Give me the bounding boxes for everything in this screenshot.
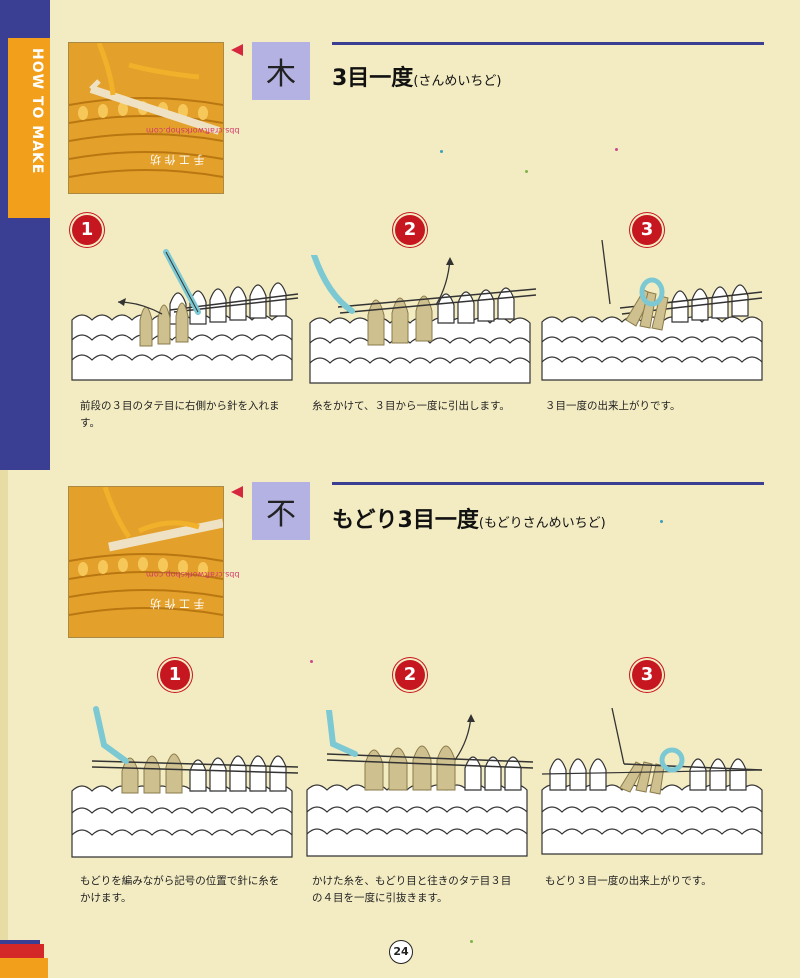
title-text: 3目一度 (332, 66, 414, 91)
watermark-chinese: 手 工 作 坊 (150, 153, 205, 166)
crochet-symbol: 不 (266, 497, 296, 532)
step-caption: 糸をかけて、３目から一度に引出します。 (312, 400, 510, 412)
side-tab-label: HOW TO MAKE (29, 48, 45, 175)
title-text: もどり3目一度 (332, 508, 479, 533)
step-caption: ３目一度の出来上がりです。 (545, 400, 681, 412)
step-number: 3 (632, 215, 662, 245)
step-number: 3 (632, 660, 662, 690)
watermark-url: bbs.craftworkshop.com (146, 126, 240, 135)
step-number: 1 (72, 215, 102, 245)
step-number: 2 (395, 660, 425, 690)
title-reading: (さんめいちど) (413, 74, 502, 89)
symbol-box: 不 (252, 482, 310, 540)
title-reading: (もどりさんめいちど) (478, 516, 606, 531)
step-caption: もどり３目一度の出来上がりです。 (545, 875, 712, 887)
side-tab (8, 38, 50, 218)
crochet-symbol: 木 (266, 57, 296, 92)
step-caption: もどりを編みながら記号の位置で針に糸をかけます。 (80, 875, 280, 904)
knitting-photo (68, 42, 224, 194)
page-edge (0, 0, 8, 978)
heading-rule (332, 42, 764, 45)
step-diagram-3 (541, 240, 763, 381)
section-title: もどり3目一度(もどりさんめいちど) (332, 502, 606, 534)
step-diagram-6 (541, 708, 763, 855)
step-caption: 前段の３目のタテ目に右側から針を入れます。 (80, 400, 280, 429)
section-title: 3目一度(さんめいちど) (332, 60, 501, 92)
pointer-arrow-icon (231, 44, 243, 56)
step-number: 1 (160, 660, 190, 690)
watermark-url: bbs.craftworkshop.com (146, 570, 240, 579)
step-diagram-5 (306, 710, 534, 857)
heading-rule (332, 482, 764, 485)
pointer-arrow-icon (231, 486, 243, 498)
step-diagram-2 (309, 255, 537, 384)
corner-decoration-orange (0, 958, 48, 978)
step-caption: かけた糸を、もどり目と往きのタテ目３目の４目を一度に引抜きます。 (312, 875, 512, 904)
symbol-box: 木 (252, 42, 310, 100)
step-number: 2 (395, 215, 425, 245)
step-diagram-1 (71, 249, 299, 381)
step-diagram-4 (71, 706, 299, 858)
watermark-chinese: 手 工 作 坊 (150, 597, 205, 610)
page-number: 24 (389, 940, 413, 964)
knitting-photo (68, 486, 224, 638)
